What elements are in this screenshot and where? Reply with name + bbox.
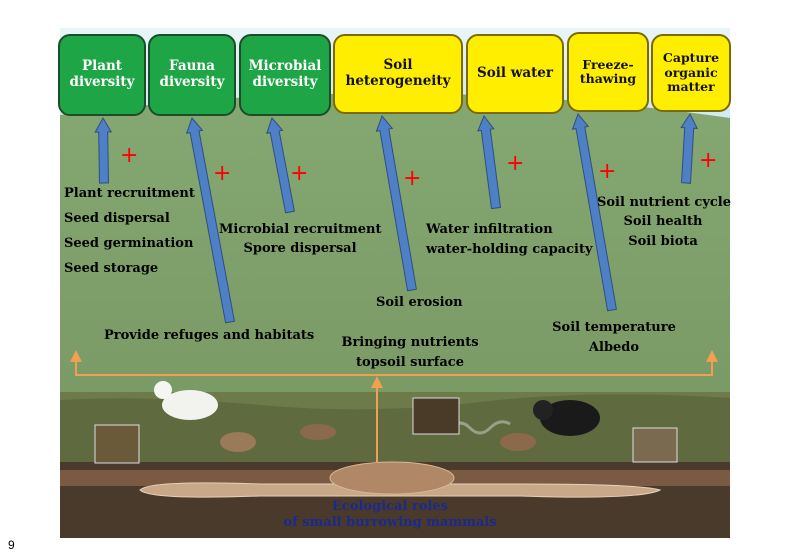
label-soil-health: Soil health <box>623 214 703 229</box>
label-topsoil-surface: topsoil surface <box>356 355 464 370</box>
capture-line2: organic <box>664 64 718 80</box>
plus-sign-5: + <box>506 151 525 176</box>
fauna-diversity-line2: diversity <box>159 74 225 90</box>
label-water-infiltration: Water infiltration <box>426 222 553 237</box>
plus-sign-7: + <box>699 148 718 173</box>
label-microbial-recruitment: Microbial recruitment <box>219 222 382 237</box>
arrow-to-soil-water <box>477 114 502 210</box>
arrow-to-plant-diversity <box>94 116 113 184</box>
label-plant-recruitment: Plant recruitment <box>64 186 195 201</box>
orange-arrowhead-right <box>706 350 718 362</box>
arrow-to-capture-organic-matter <box>680 112 699 184</box>
orange-arrowhead-left <box>70 350 82 362</box>
capture-line1: Capture <box>662 50 720 66</box>
plant-diversity-line1: Plant <box>81 58 123 75</box>
microbial-diversity-line2: diversity <box>252 74 318 90</box>
sheep-head <box>154 381 172 399</box>
yak-head <box>533 400 553 420</box>
label-seed-storage: Seed storage <box>64 261 159 276</box>
plant-diversity-line2: diversity <box>69 74 135 90</box>
label-seed-dispersal: Seed dispersal <box>64 211 170 226</box>
sheep-body <box>162 390 218 420</box>
label-soil-erosion: Soil erosion <box>376 295 463 310</box>
freeze-thawing-line2: thawing <box>579 71 637 86</box>
bottom-title: Ecological roles of small burrowing mamm… <box>280 499 500 532</box>
burrow-photo-center <box>412 397 460 435</box>
snake-shape <box>448 420 511 435</box>
arrow-to-fauna-diversity <box>185 117 235 324</box>
burrow-chamber <box>329 461 455 495</box>
capture-line3: matter <box>667 79 715 95</box>
orange-arrows <box>75 360 713 462</box>
freeze-thawing-line1: Freeze- <box>582 56 634 72</box>
page-number: 9 <box>8 538 15 552</box>
label-soil-nutrient-cycle: Soil nutrient cycle <box>597 195 732 210</box>
label-provide-refuges: Provide refuges and habitats <box>104 328 315 343</box>
burrow-photo-right <box>632 427 678 463</box>
microbial-diversity-line1: Microbial <box>248 58 322 75</box>
plus-sign-6: + <box>598 159 617 184</box>
pika-body <box>220 432 256 452</box>
label-soil-temperature: Soil temperature <box>552 320 676 335</box>
label-seed-germination: Seed germination <box>64 236 194 251</box>
fauna-diversity-line1: Fauna <box>169 58 215 75</box>
label-albedo: Albedo <box>588 340 640 355</box>
plus-sign-2: + <box>213 161 232 186</box>
soil-water-box: Soil water <box>466 34 564 114</box>
arrow-to-freeze-thawing <box>571 113 617 312</box>
blue-arrows <box>94 112 699 324</box>
bottom-title-line2: of small burrowing mammals <box>283 515 497 531</box>
soil-heterogeneity-line2: heterogeneity <box>345 73 451 89</box>
bottom-title-line1: Ecological roles <box>332 499 448 514</box>
yak-body <box>540 400 600 436</box>
freeze-thawing-box: Freeze-thawing <box>567 32 649 112</box>
arrow-to-microbial-diversity <box>266 117 295 214</box>
soil-mound-1 <box>300 424 336 440</box>
label-soil-biota: Soil biota <box>628 234 698 249</box>
plus-sign-3: + <box>290 161 309 186</box>
label-spore-dispersal: Spore dispersal <box>243 241 357 256</box>
label-water-holding-capacity: water-holding capacity <box>426 242 593 257</box>
arrow-to-soil-heterogeneity <box>375 115 417 292</box>
soil-heterogeneity-line1: Soil <box>383 57 413 74</box>
plus-sign-4: + <box>403 166 422 191</box>
label-bringing-nutrients: Bringing nutrients <box>341 335 479 350</box>
soil-water-line1: Soil water <box>476 65 554 82</box>
burrow-photo-left <box>94 424 140 464</box>
plus-sign-1: + <box>120 143 139 168</box>
orange-arrowhead-center <box>371 376 383 388</box>
soil-mound-2 <box>500 433 536 451</box>
